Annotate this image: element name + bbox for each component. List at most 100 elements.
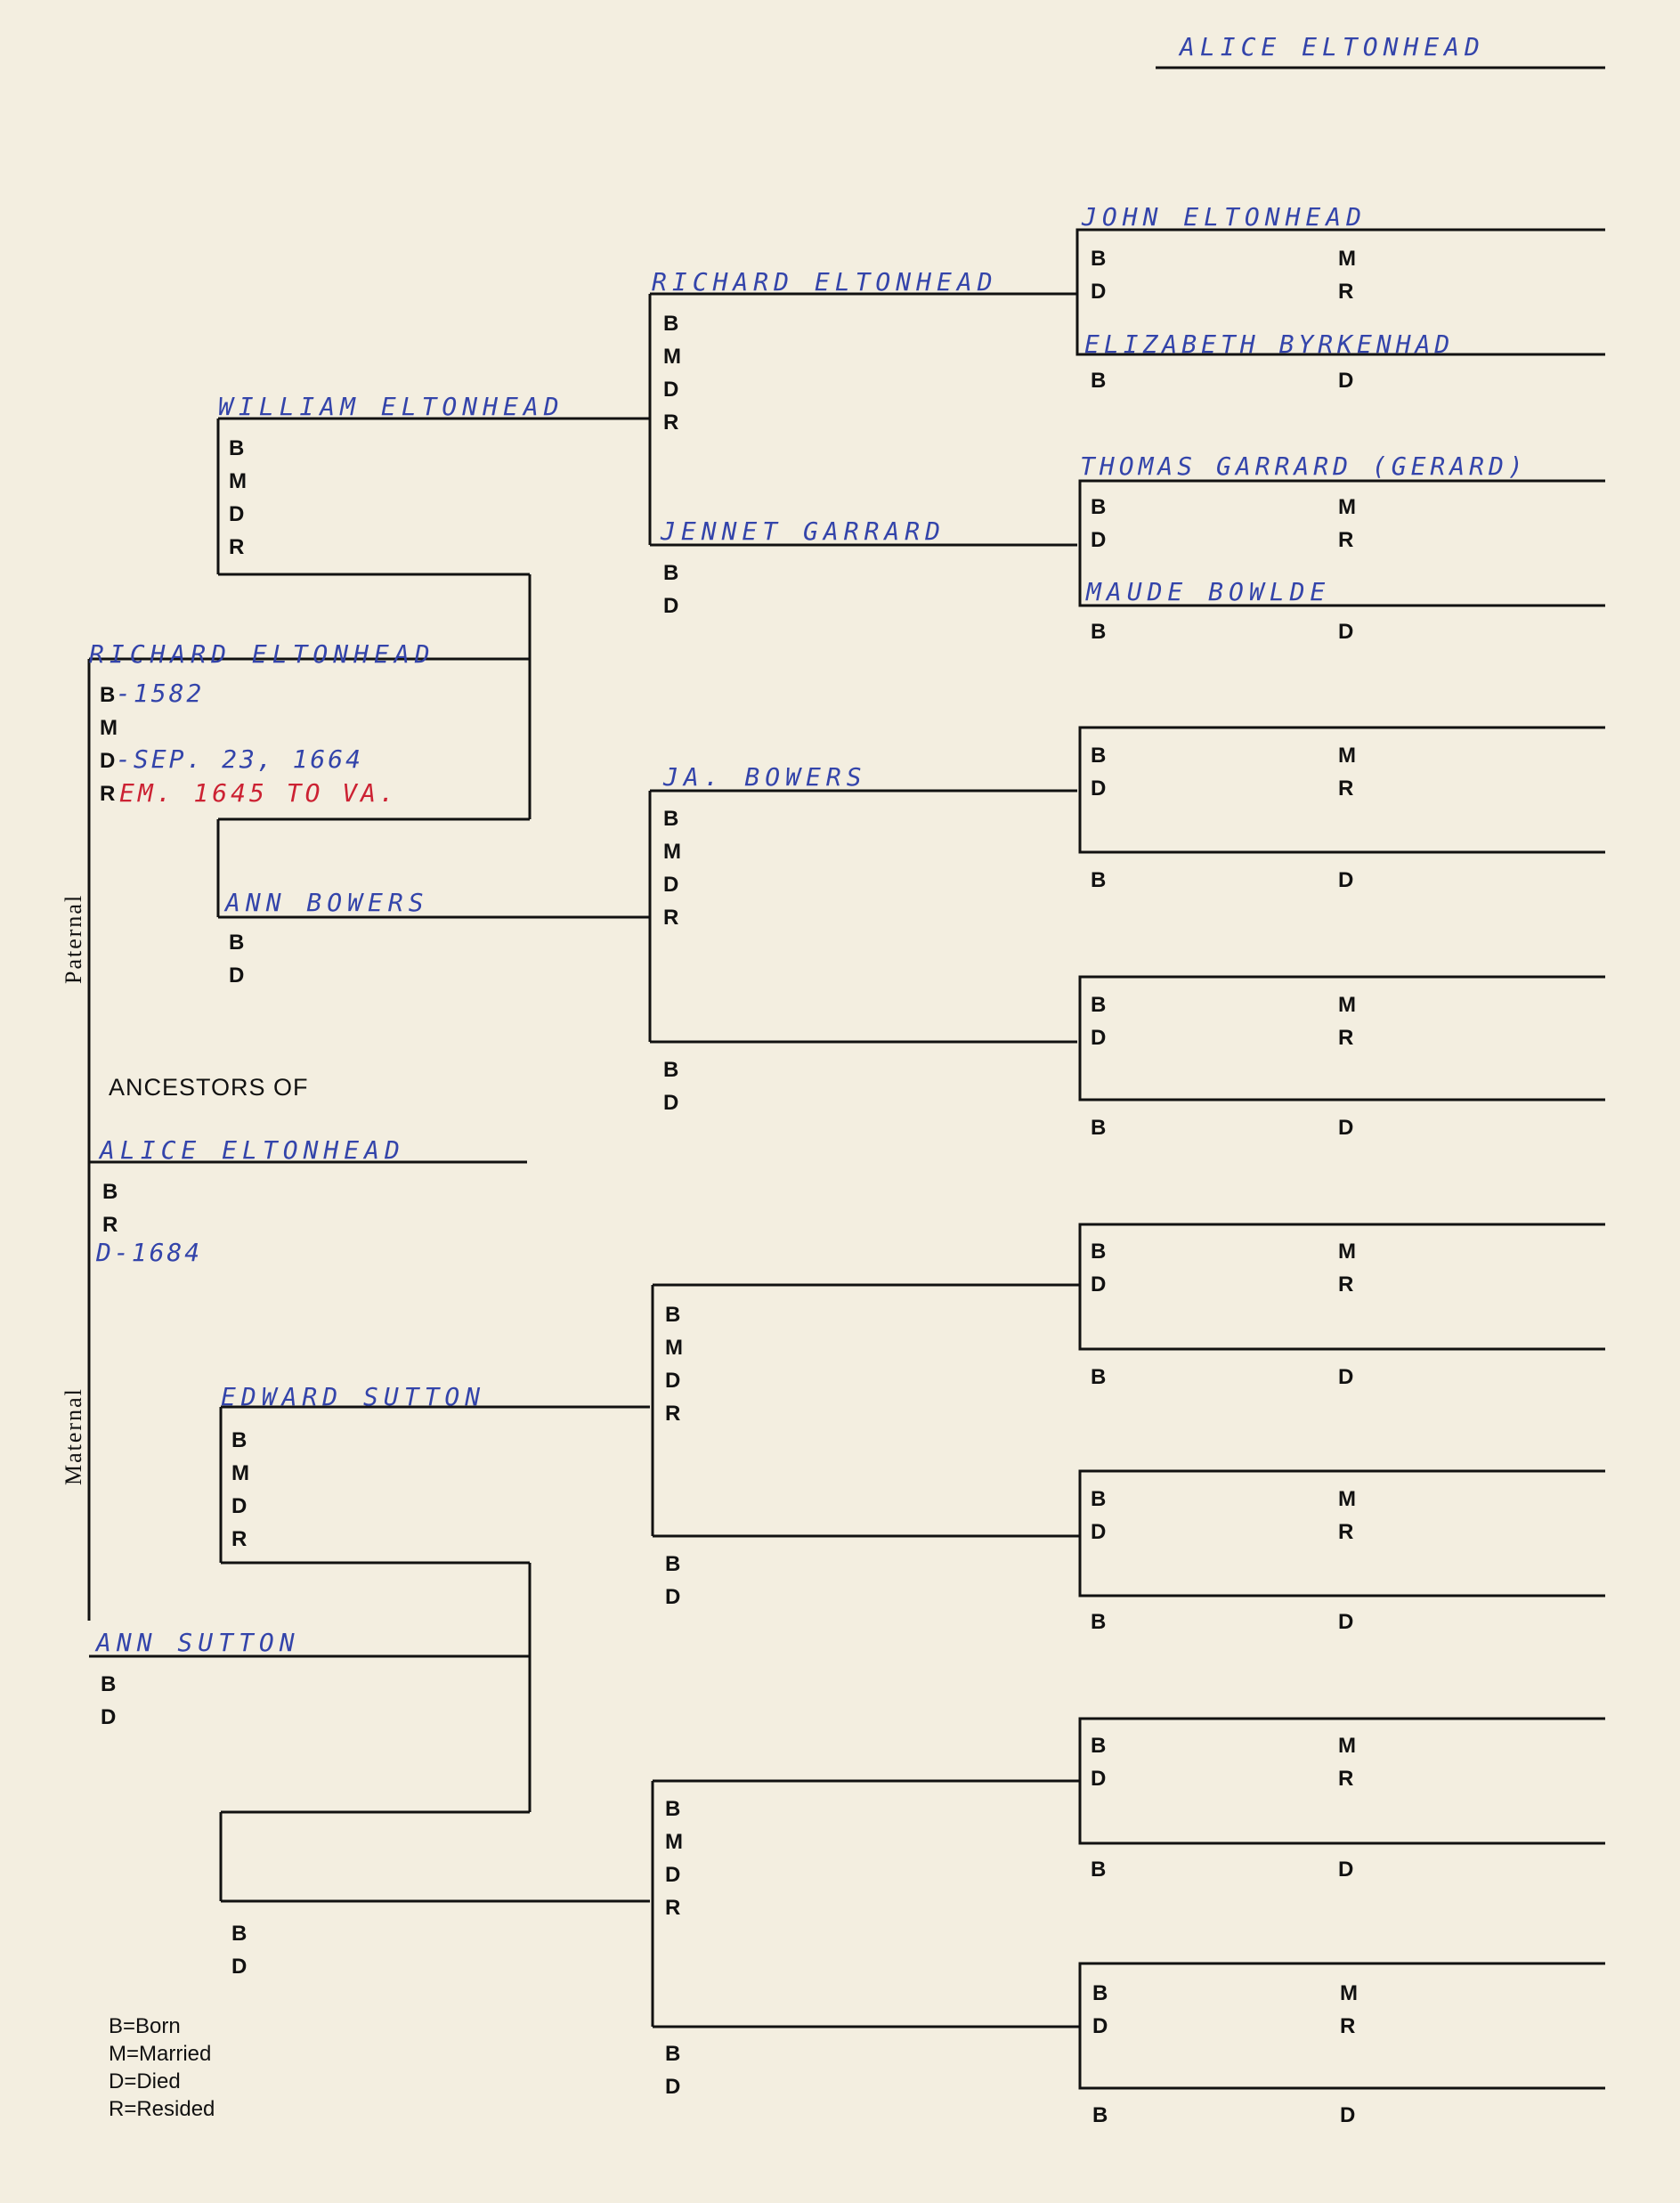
g4-5-born-label: B [1091,744,1107,768]
mother-died-label: D [101,1705,117,1729]
g4-11-married-label: M [1338,1487,1356,1511]
father-resided-label: R [100,782,116,806]
g4-9-married-label: M [1338,1240,1356,1264]
mgf-born-label: B [231,1428,248,1452]
ggf1-died-label: D [663,378,679,402]
ggm2-died-label: D [663,1091,679,1115]
pgf-resided-label: R [229,535,245,559]
subject-name: ALICE ELTONHEAD [100,1135,405,1165]
mgf-died-label: D [231,1494,248,1518]
g4-7-born-label: B [1091,993,1107,1017]
mother-born-label: B [101,1672,117,1696]
subject-died-value: D-1684 [96,1238,203,1267]
mgf-married-label: M [231,1461,249,1485]
g4-9-born-label: B [1091,1240,1107,1264]
g4-15-born-label: B [1092,1981,1108,2005]
ggm2-born-label: B [663,1058,679,1082]
g4-6-died-label: D [1338,868,1354,892]
ggm1-born-label: B [663,561,679,585]
g4-8-died-label: D [1338,1116,1354,1140]
pgf-died-label: D [229,502,245,526]
ggf3-born-label: B [665,1303,681,1327]
ggf2-married-label: M [663,840,681,864]
g4-15-died-label: D [1092,2014,1108,2038]
g4-13-married-label: M [1338,1734,1356,1758]
ggf3-died-label: D [665,1369,681,1393]
ggf2-resided-label: R [663,906,679,930]
ggf4-born-label: B [665,1797,681,1821]
g4-13-born-label: B [1091,1734,1107,1758]
g4-15-married-label: M [1340,1981,1358,2005]
g4-3-died-label: D [1091,528,1107,552]
ggf4-married-label: M [665,1830,683,1854]
g4-9-resided-label: R [1338,1272,1354,1297]
g4-11-died-label: D [1091,1520,1107,1544]
pgf-married-label: M [229,469,247,493]
g4-5-resided-label: R [1338,776,1354,801]
ancestors-of-heading: ANCESTORS OF [109,1074,309,1101]
ggm4-died-label: D [665,2075,681,2099]
father-resided-value: EM. 1645 TO VA. [119,778,398,808]
g4-1-married-label: M [1338,247,1356,271]
g4-12-born-label: B [1091,1610,1107,1634]
ggf1-name: RICHARD ELTONHEAD [652,267,998,297]
g4-16-died-label: D [1340,2103,1356,2127]
g4-6-born-label: B [1091,868,1107,892]
g4-1-name: JOHN ELTONHEAD [1082,202,1368,232]
g4-11-resided-label: R [1338,1520,1354,1544]
legend-married: M=Married [109,2042,212,2066]
ggm1-died-label: D [663,594,679,618]
g4-4-name: MAUDE BOWLDE [1086,577,1331,606]
g4-12-died-label: D [1338,1610,1354,1634]
subject-born-label: B [102,1180,118,1204]
ggf3-resided-label: R [665,1402,681,1426]
pgf-born-label: B [229,436,245,460]
ggm1-name: JENNET GARRARD [661,516,946,546]
g4-3-name: THOMAS GARRARD (GERARD) [1080,451,1528,481]
g4-7-died-label: D [1091,1026,1107,1050]
g4-9-died-label: D [1091,1272,1107,1297]
father-died-value: -SEP. 23, 1664 [116,744,364,774]
g4-5-died-label: D [1091,776,1107,801]
header-title: ALICE ELTONHEAD [1180,32,1485,61]
g4-13-resided-label: R [1338,1767,1354,1791]
father-name: RICHARD ELTONHEAD [89,639,435,669]
paternal-grandfather-name: WILLIAM ELTONHEAD [218,392,564,421]
g4-11-born-label: B [1091,1487,1107,1511]
g4-1-resided-label: R [1338,280,1354,304]
g4-5-married-label: M [1338,744,1356,768]
g4-13-died-label: D [1091,1767,1107,1791]
pgm-died-label: D [229,963,245,988]
ggf2-born-label: B [663,807,679,831]
father-married-label: M [100,716,118,740]
pgm-born-label: B [229,931,245,955]
maternal-grandfather-name: EDWARD SUTTON [221,1382,486,1411]
g4-1-born-label: B [1091,247,1107,271]
paternal-side-label: Paternal [61,893,86,984]
g4-14-died-label: D [1338,1858,1354,1882]
ggf1-married-label: M [663,345,681,369]
g4-10-born-label: B [1091,1365,1107,1389]
mgm-died-label: D [231,1955,248,1979]
ggf3-married-label: M [665,1336,683,1360]
g4-7-married-label: M [1338,993,1356,1017]
legend: B=Born M=Married D=Died R=Resided [109,2012,215,2123]
father-born-value: -1582 [116,679,205,708]
g4-7-resided-label: R [1338,1026,1354,1050]
g4-3-resided-label: R [1338,528,1354,552]
legend-died: D=Died [109,2069,181,2093]
subject-resided-label: R [102,1213,118,1237]
g4-2-name: ELIZABETH BYRKENHAD [1084,329,1455,359]
mgm-born-label: B [231,1922,248,1946]
g4-3-born-label: B [1091,495,1107,519]
g4-14-born-label: B [1091,1858,1107,1882]
ggf2-died-label: D [663,873,679,897]
mother-name: ANN SUTTON [96,1628,300,1657]
g4-4-died-label: D [1338,620,1354,644]
ggf1-resided-label: R [663,411,679,435]
ggm4-born-label: B [665,2042,681,2066]
ggf1-born-label: B [663,312,679,336]
paternal-grandmother-name: ANN BOWERS [225,888,429,917]
